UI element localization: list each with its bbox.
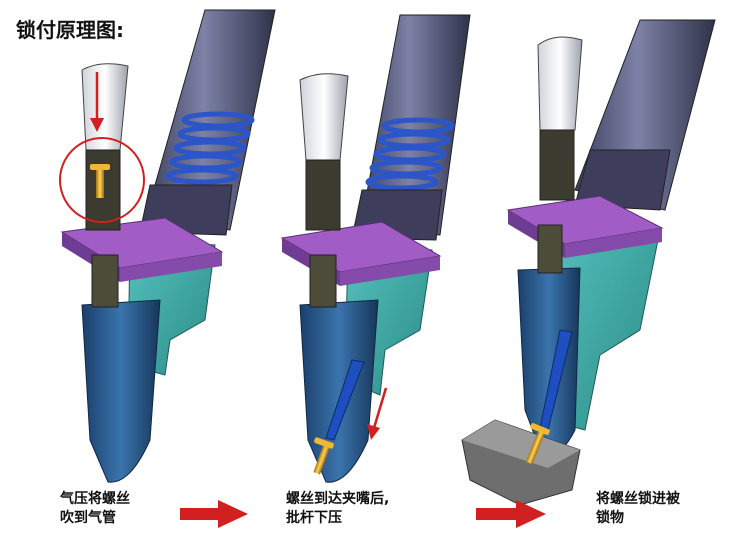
step2-screw xyxy=(313,445,330,475)
step3-caption-line2: 锁物 xyxy=(596,510,624,526)
step1-screw xyxy=(96,168,104,198)
step2-caption-line2: 批杆下压 xyxy=(286,510,342,526)
step1-tool xyxy=(60,9,276,483)
step3-feed-tube xyxy=(537,36,583,131)
step2-tool xyxy=(280,14,471,483)
step1-down-arrow-icon xyxy=(90,72,104,132)
next-step-arrow-1-icon xyxy=(180,500,248,528)
step2-driver-bit xyxy=(325,359,365,441)
step1-caption: 气压将螺丝 吹到气管 xyxy=(60,490,130,528)
step3-tool xyxy=(461,19,716,506)
step1-caption-line2: 吹到气管 xyxy=(60,510,116,526)
step3-caption-line1: 将螺丝锁进被 xyxy=(596,491,680,507)
step2-down-arrow-icon xyxy=(367,387,388,440)
step1-spring xyxy=(165,111,255,185)
step1-jaw xyxy=(81,299,161,483)
step2-caption: 螺丝到达夹嘴后, 批杆下压 xyxy=(286,490,389,528)
step3-caption: 将螺丝锁进被 锁物 xyxy=(596,490,680,528)
step2-caption-line1: 螺丝到达夹嘴后, xyxy=(286,491,390,507)
step1-highlight-circle xyxy=(59,137,145,223)
step1-feed-tube xyxy=(81,63,129,151)
step1-caption-line1: 气压将螺丝 xyxy=(60,491,130,507)
page-title: 锁付原理图: xyxy=(16,18,124,42)
step2-jaw xyxy=(299,299,379,483)
step3-screw xyxy=(525,430,546,465)
step2-feed-tube xyxy=(299,73,349,161)
step2-spring xyxy=(365,117,455,191)
next-step-arrow-2-icon xyxy=(476,500,546,528)
